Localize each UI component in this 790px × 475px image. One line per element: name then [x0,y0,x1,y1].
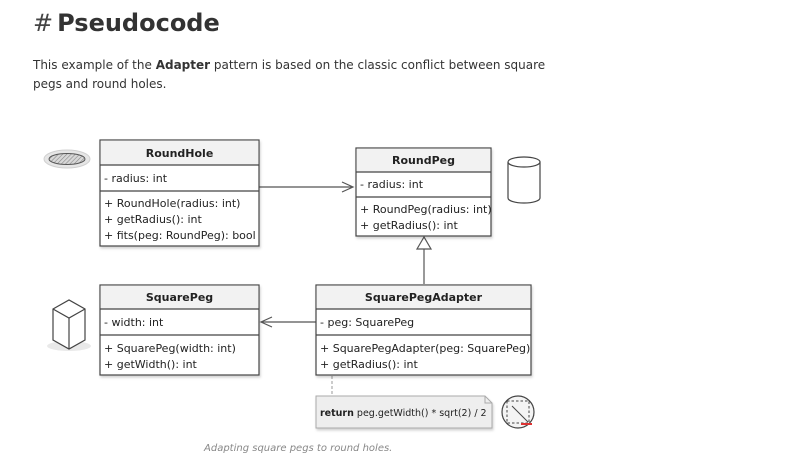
round-peg-icon [507,156,541,204]
field-roundhole-radius: - radius: int [104,172,168,185]
method-squarepeg-constructor: + SquarePeg(width: int) [104,342,236,355]
section-heading: #Pseudocode [33,6,220,40]
code-note [315,395,493,429]
association-adapter-squarepeg [259,316,316,328]
intro-text-before: This example of the [33,58,156,72]
class-name-squarepeg: SquarePeg [146,291,213,304]
association-roundhole-roundpeg [259,181,355,193]
method-roundpeg-constructor: + RoundPeg(radius: int) [360,203,492,216]
intro-paragraph: This example of the Adapter pattern is b… [33,56,573,94]
class-name-squarepegadapter: SquarePegAdapter [365,291,483,304]
class-roundpeg [355,147,492,237]
heading-title: Pseudocode [57,9,220,37]
class-squarepeg [99,284,260,376]
class-roundhole [99,139,260,247]
method-roundhole-constructor: + RoundHole(radius: int) [104,197,240,210]
field-adapter-peg: - peg: SquarePeg [320,316,414,329]
method-roundhole-getradius: + getRadius(): int [104,213,202,226]
heading-hash: # [33,9,54,37]
method-adapter-constructor: + SquarePegAdapter(peg: SquarePeg) [320,342,530,355]
note-keyword: return [320,408,354,419]
method-adapter-getradius: + getRadius(): int [320,358,418,371]
class-squarepegadapter [315,284,532,376]
square-peg-in-round-hole-icon [501,395,535,429]
intro-bold-term: Adapter [155,58,211,72]
square-peg-icon [47,299,91,351]
class-name-roundhole: RoundHole [146,147,214,160]
round-hole-icon [43,149,91,169]
method-squarepeg-getwidth: + getWidth(): int [104,358,198,371]
method-roundhole-fits: + fits(peg: RoundPeg): bool [104,229,256,242]
field-squarepeg-width: - width: int [104,316,164,329]
inheritance-adapter-roundpeg [415,235,433,284]
field-roundpeg-radius: - radius: int [360,178,424,191]
method-roundpeg-getradius: + getRadius(): int [360,219,458,232]
note-expression: peg.getWidth() * sqrt(2) / 2 [354,408,487,419]
note-code: return peg.getWidth() * sqrt(2) / 2 [320,408,487,419]
class-name-roundpeg: RoundPeg [392,154,455,167]
intro-text-after: pattern is based on the classic conflict… [33,58,546,91]
figure-caption: Adapting square pegs to round holes. [204,443,393,454]
